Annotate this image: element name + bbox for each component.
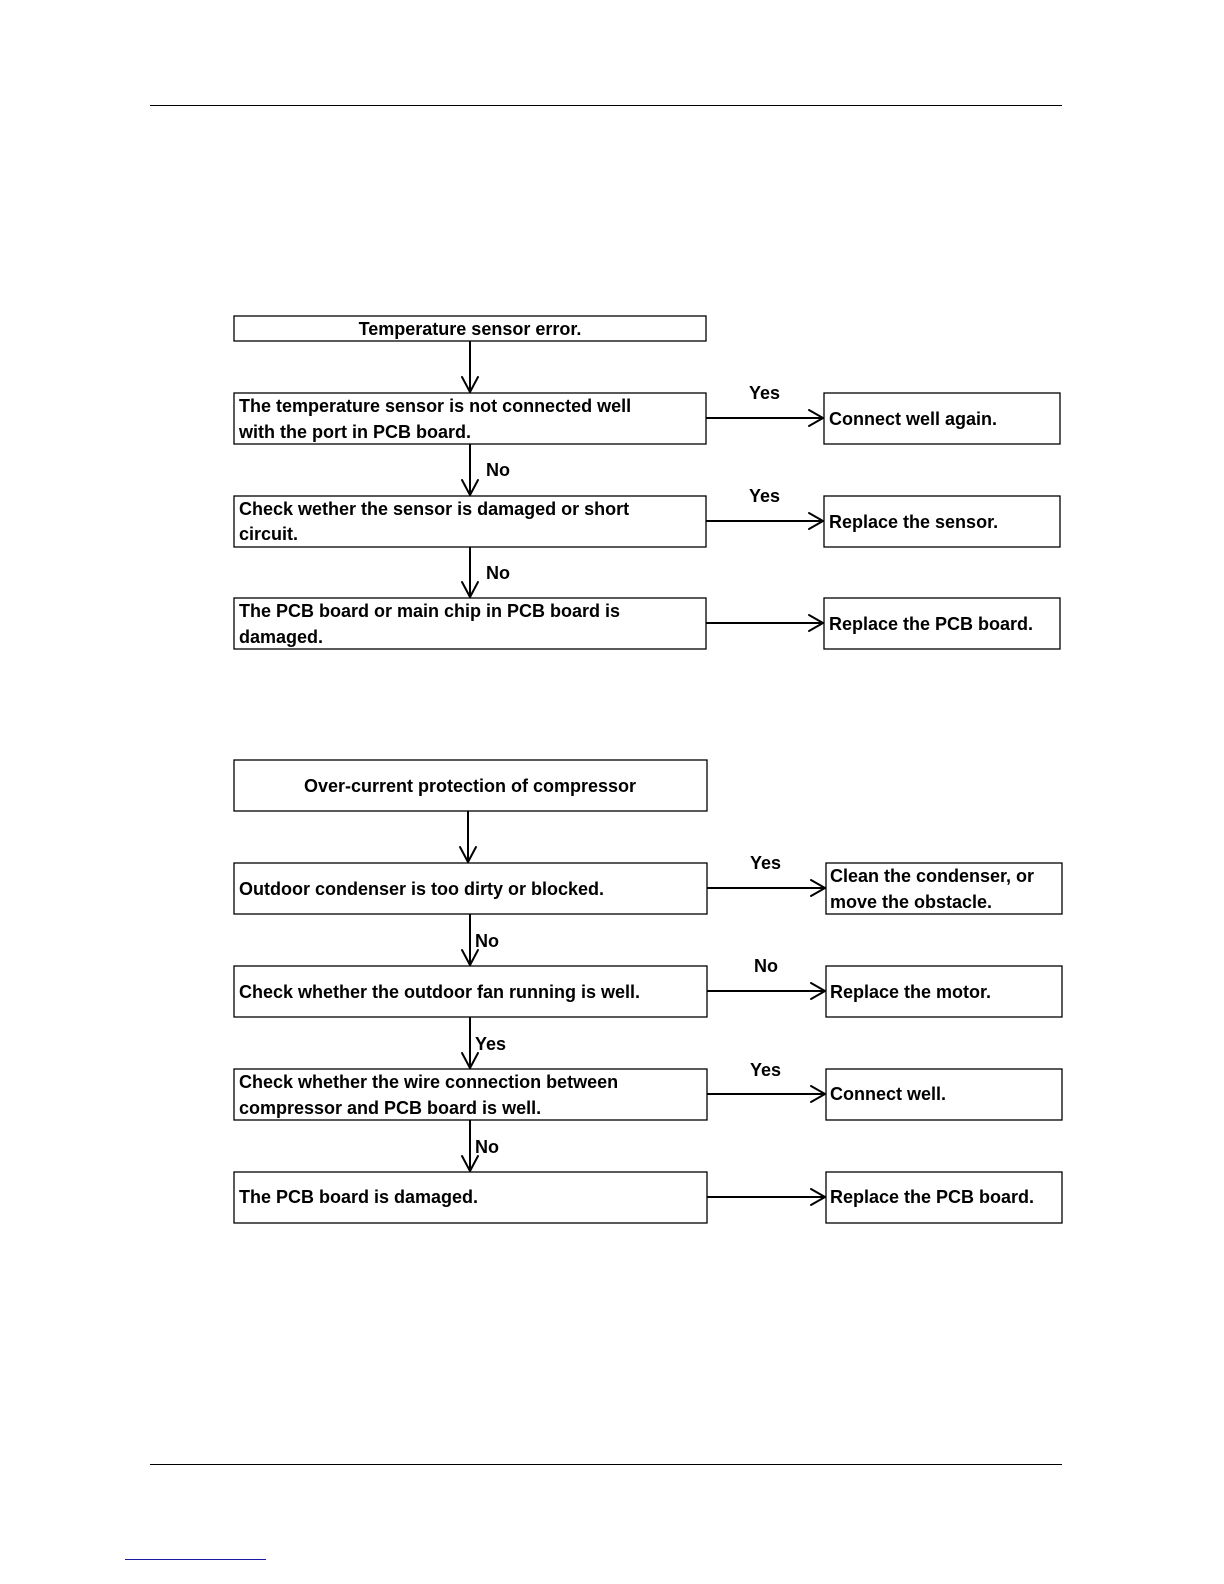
- fc2-arrowhead-step3-no: [461, 1155, 479, 1172]
- fc1-step1-line1: The temperature sensor is not connected …: [239, 396, 631, 416]
- fc1-step2-yes-action-box: [823, 495, 1061, 548]
- fc1-step3-action-box: [823, 597, 1061, 650]
- fc2-arrowhead-step4-action: [810, 1188, 826, 1206]
- fc2-step3-no-label: No: [475, 1137, 499, 1157]
- fc1-arrowhead-step1-no: [461, 479, 479, 496]
- fc1-arrowhead-step2-yes: [808, 512, 824, 530]
- flowchart-temperature-sensor-error: Temperature sensor error. The temperatur…: [233, 315, 1061, 650]
- fc2-step1-text: Outdoor condenser is too dirty or blocke…: [239, 879, 604, 899]
- fc1-step2-yes-label: Yes: [749, 486, 780, 506]
- fc1-step1-no-label: No: [486, 460, 510, 480]
- fc1-step1-yes-action-box: [823, 392, 1061, 445]
- fc2-step4-action-text: Replace the PCB board.: [830, 1187, 1034, 1207]
- fc2-step4-text: The PCB board is damaged.: [239, 1187, 478, 1207]
- fc1-step1-yes-action-text: Connect well again.: [829, 409, 997, 429]
- fc2-step2-no-label: No: [754, 956, 778, 976]
- fc1-arrowhead-step1-yes: [808, 409, 824, 427]
- fc1-arrowhead-start-step1: [461, 376, 479, 393]
- fc2-step2-yes-label: Yes: [475, 1034, 506, 1054]
- fc2-step1-yes-label: Yes: [750, 853, 781, 873]
- fc2-step2-box: [233, 965, 708, 1018]
- fc2-step2-no-action-text: Replace the motor.: [830, 982, 991, 1002]
- fc2-start-box: [233, 759, 708, 812]
- fc2-step1-box: [233, 862, 708, 915]
- fc2-step3-box: [233, 1068, 708, 1121]
- fc2-step3-line1: Check whether the wire connection betwee…: [239, 1072, 618, 1092]
- footer-link-underline: [125, 1559, 266, 1560]
- fc1-step3-box: [233, 597, 707, 650]
- fc2-arrowhead-step1-no: [461, 949, 479, 966]
- fc2-step2-no-action-box: [825, 965, 1063, 1018]
- fc2-arrowhead-start-step1: [459, 846, 477, 863]
- fc2-start-text: Over-current protection of compressor: [304, 776, 636, 796]
- fc1-arrowhead-step2-no: [461, 581, 479, 598]
- fc2-arrowhead-step3-yes: [810, 1085, 826, 1103]
- fc1-arrowhead-step3-action: [808, 614, 824, 632]
- fc1-step1-line2: with the port in PCB board.: [238, 422, 471, 442]
- fc2-step4-box: [233, 1171, 708, 1224]
- fc2-step3-yes-action-text: Connect well.: [830, 1084, 946, 1104]
- fc1-step1-yes-label: Yes: [749, 383, 780, 403]
- fc2-step3-yes-label: Yes: [750, 1060, 781, 1080]
- fc2-step2-text: Check whether the outdoor fan running is…: [239, 982, 640, 1002]
- fc2-step1-yes-action-line2: move the obstacle.: [830, 892, 992, 912]
- fc1-step1-box: [233, 392, 707, 445]
- fc1-step2-line2: circuit.: [239, 524, 298, 544]
- fc1-step2-no-label: No: [486, 563, 510, 583]
- fc1-step2-yes-action-text: Replace the sensor.: [829, 512, 998, 532]
- fc2-step1-yes-action-box: [825, 862, 1063, 915]
- flowchart-over-current-protection: Over-current protection of compressor Ou…: [233, 759, 1063, 1224]
- fc2-step3-line2: compressor and PCB board is well.: [239, 1098, 541, 1118]
- fc2-arrowhead-step2-yes: [461, 1052, 479, 1069]
- fc2-arrowhead-step1-yes: [810, 879, 826, 897]
- fc1-start-text: Temperature sensor error.: [359, 319, 582, 339]
- fc1-step3-line1: The PCB board or main chip in PCB board …: [239, 601, 620, 621]
- fc2-step4-action-box: [825, 1171, 1063, 1224]
- header-rule: [150, 105, 1062, 106]
- footer-rule: [150, 1464, 1062, 1465]
- fc1-step3-line2: damaged.: [239, 627, 323, 647]
- fc2-step3-yes-action-box: [825, 1068, 1063, 1121]
- fc1-step2-line1: Check wether the sensor is damaged or sh…: [239, 499, 629, 519]
- fc2-step1-yes-action-line1: Clean the condenser, or: [830, 866, 1034, 886]
- fc1-step3-action-text: Replace the PCB board.: [829, 614, 1033, 634]
- fc1-step2-box: [233, 495, 707, 548]
- fc2-step1-no-label: No: [475, 931, 499, 951]
- fc2-arrowhead-step2-no: [810, 982, 826, 1000]
